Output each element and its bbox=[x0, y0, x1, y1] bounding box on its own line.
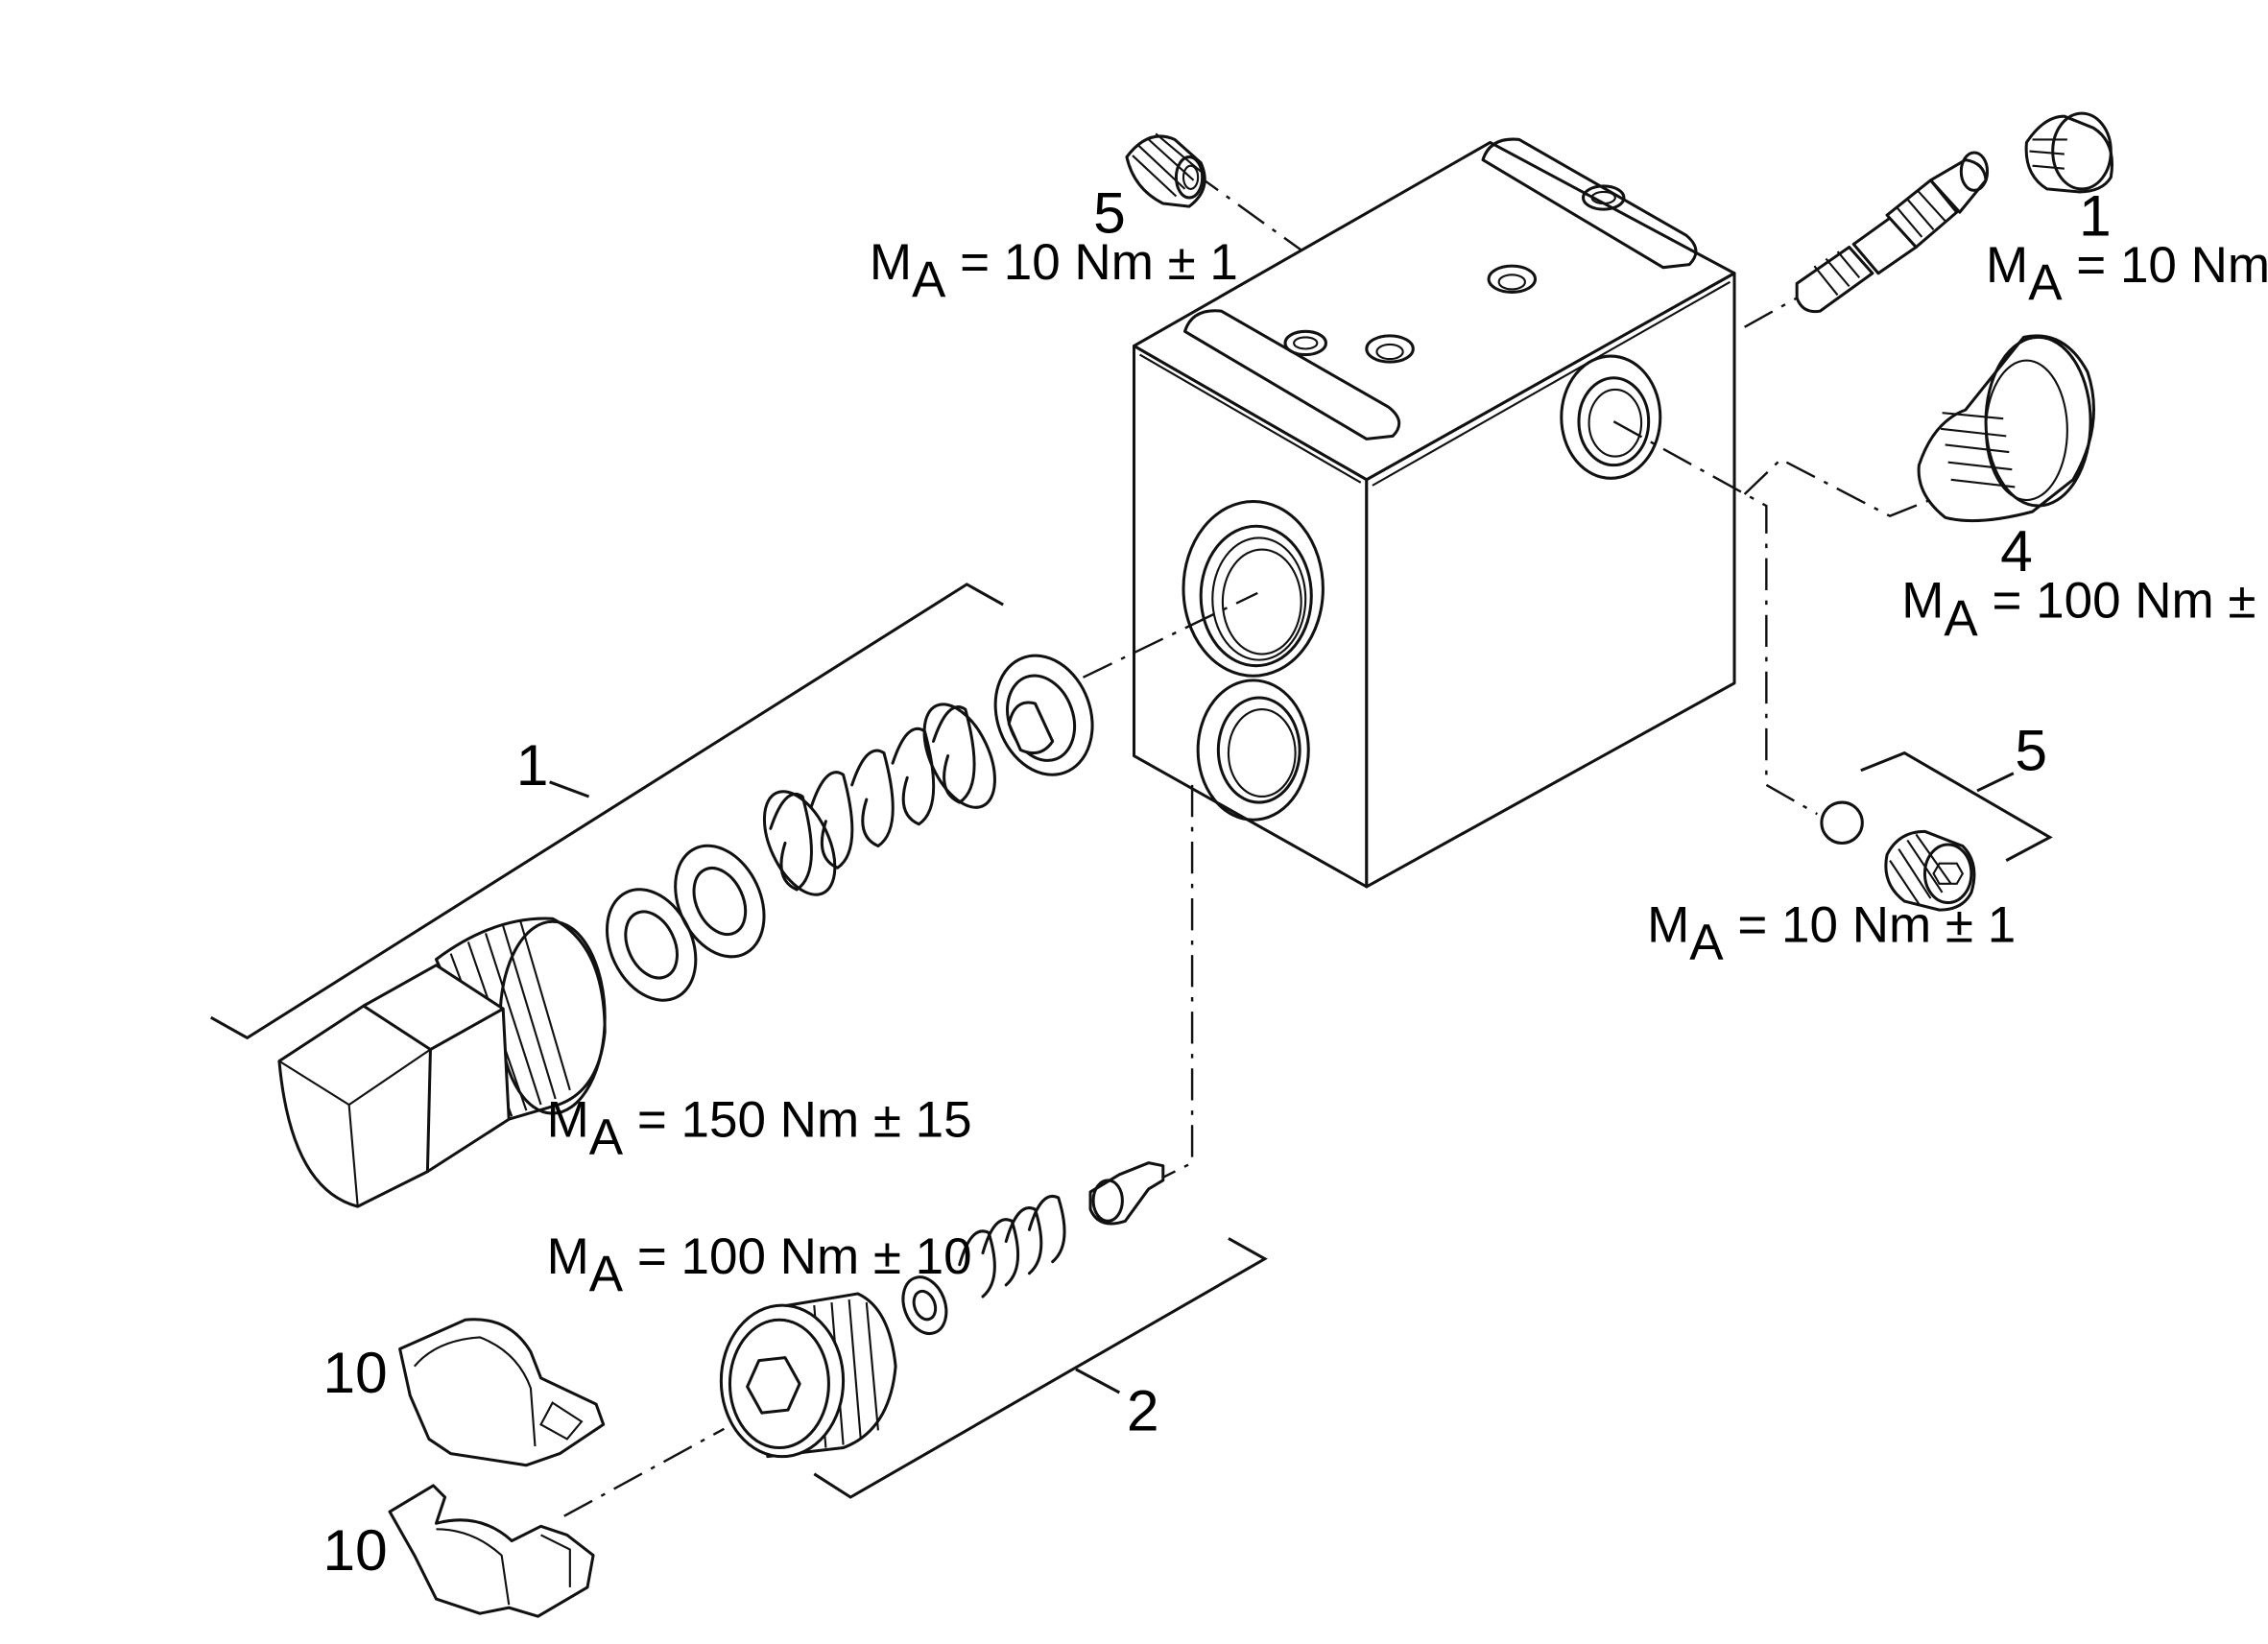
washers bbox=[605, 844, 766, 1002]
callout-2: 2 bbox=[1127, 1377, 1159, 1442]
torque-plug-5-right: MA = 10 Nm ± 1 bbox=[1647, 896, 2016, 970]
torque-plug-2: MA = 100 Nm ± 10 bbox=[547, 1228, 972, 1302]
plug-1-top-right bbox=[2024, 111, 2113, 194]
spring-large bbox=[762, 703, 996, 896]
brackets bbox=[209, 583, 2053, 1499]
torque-valve-1: MA = 10 Nm ± 1 bbox=[1986, 237, 2268, 311]
hex-cap bbox=[277, 917, 607, 1208]
callout-4: 4 bbox=[2000, 518, 2033, 584]
callout-1-left: 1 bbox=[516, 732, 549, 798]
callouts: 5 1 4 5 1 2 10 10 bbox=[322, 179, 2111, 1582]
plug-2 bbox=[719, 1292, 897, 1459]
callout-5-top: 5 bbox=[1093, 179, 1126, 245]
plug-5-top bbox=[1125, 132, 1206, 208]
plug-4 bbox=[1917, 334, 2095, 523]
clip-10-lower bbox=[388, 1484, 595, 1618]
torque-plug-4: MA = 100 Nm ± 10 bbox=[1901, 573, 2268, 647]
clip-10-upper bbox=[398, 1318, 606, 1467]
valve-seat-disc bbox=[993, 654, 1094, 776]
small-valve-assembly-2 bbox=[901, 1161, 1165, 1335]
torque-plug-5-top: MA = 10 Nm ± 1 bbox=[870, 234, 1238, 308]
torque-hex-cap: MA = 150 Nm ± 15 bbox=[547, 1091, 972, 1165]
valve-block bbox=[1132, 137, 1736, 889]
callout-10-upper: 10 bbox=[322, 1340, 387, 1405]
cartridge-valve-1 bbox=[1795, 151, 1990, 314]
callout-1-top-right: 1 bbox=[2079, 182, 2112, 248]
ball-and-plug-5 bbox=[1820, 800, 1976, 912]
torque-specs: MA = 10 Nm ± 1 MA = 10 Nm ± 1 MA = 100 N… bbox=[547, 234, 2268, 1302]
callout-5-right: 5 bbox=[2015, 718, 2047, 783]
callout-10-lower: 10 bbox=[322, 1517, 387, 1583]
